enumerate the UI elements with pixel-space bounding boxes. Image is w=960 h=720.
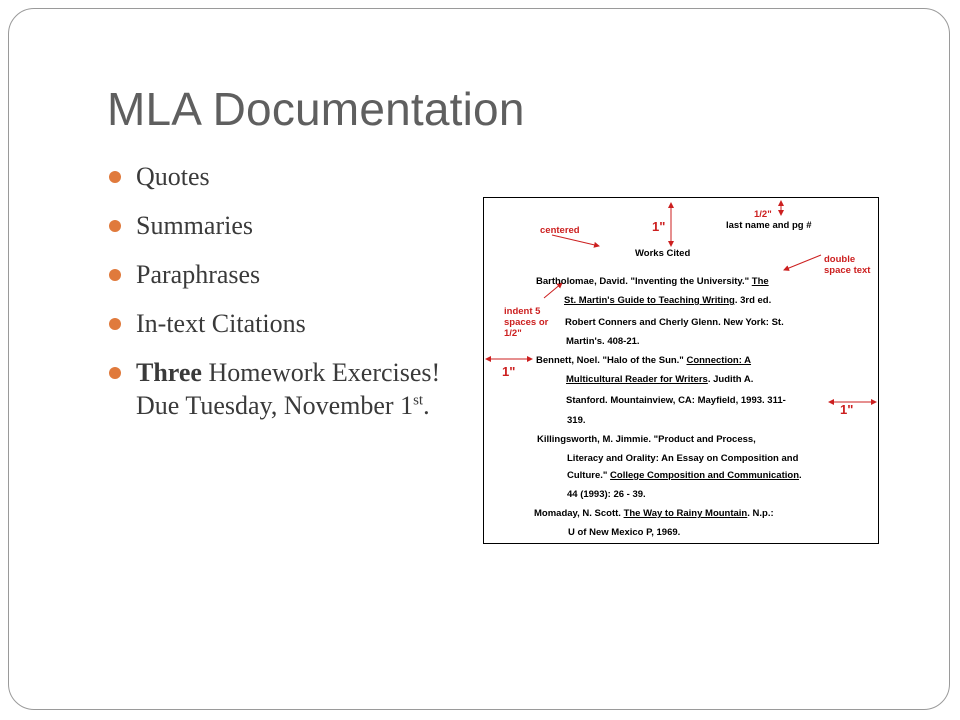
citation-line: Bartholomae, David. "Inventing the Unive… xyxy=(536,276,769,287)
citation-line: Literacy and Orality: An Essay on Compos… xyxy=(567,453,799,464)
bullet-dot-icon xyxy=(109,269,121,281)
bullet-item: In-text Citations xyxy=(107,307,467,340)
annotation-top-margin: 1" xyxy=(652,219,666,234)
works-cited-heading: Works Cited xyxy=(635,248,691,259)
annotation-right-margin: 1" xyxy=(840,402,854,417)
annotation-centered: centered xyxy=(540,225,580,236)
bullet-dot-icon xyxy=(109,318,121,330)
bullet-dot-icon xyxy=(109,220,121,232)
annotation-arrows xyxy=(485,200,877,405)
citation-line: Bennett, Noel. "Halo of the Sun." Connec… xyxy=(536,355,752,366)
annotation-indent: indent 5 spaces or 1/2" xyxy=(504,306,549,339)
works-cited-example-image: centered 1" 1/2" last name and pg # doub… xyxy=(483,197,879,544)
annotation-left-margin: 1" xyxy=(502,364,516,379)
slide-title: MLA Documentation xyxy=(107,83,525,135)
citation-line: Robert Conners and Cherly Glenn. New Yor… xyxy=(565,317,784,328)
citation-line: Stanford. Mountainview, CA: Mayfield, 19… xyxy=(566,395,786,406)
citation-line: U of New Mexico P, 1969. xyxy=(568,527,681,538)
bullet-item: Paraphrases xyxy=(107,258,467,291)
citation-line: 319. xyxy=(567,415,586,426)
citation-line: Killingsworth, M. Jimmie. "Product and P… xyxy=(537,434,756,445)
bullet-dot-icon xyxy=(109,367,121,379)
bullet-dot-icon xyxy=(109,171,121,183)
citation-line: Multicultural Reader for Writers. Judith… xyxy=(566,374,754,385)
citation-line: 44 (1993): 26 - 39. xyxy=(567,489,646,500)
bullet-list: Quotes Summaries Paraphrases In-text Cit… xyxy=(107,160,467,438)
bullet-bold-text: Three xyxy=(136,358,202,387)
bullet-item: Summaries xyxy=(107,209,467,242)
citation-line: Culture." College Composition and Commun… xyxy=(567,470,802,481)
citation-line: St. Martin's Guide to Teaching Writing. … xyxy=(564,295,772,306)
bullet-item: Three Homework Exercises! Due Tuesday, N… xyxy=(107,356,467,422)
citation-line: Martin's. 408-21. xyxy=(566,336,640,347)
bullet-item: Quotes xyxy=(107,160,467,193)
annotation-half-inch: 1/2" xyxy=(754,209,772,220)
citation-line: Momaday, N. Scott. The Way to Rainy Moun… xyxy=(534,508,774,519)
running-header: last name and pg # xyxy=(726,220,812,231)
annotation-double-space: double space text xyxy=(824,254,871,276)
